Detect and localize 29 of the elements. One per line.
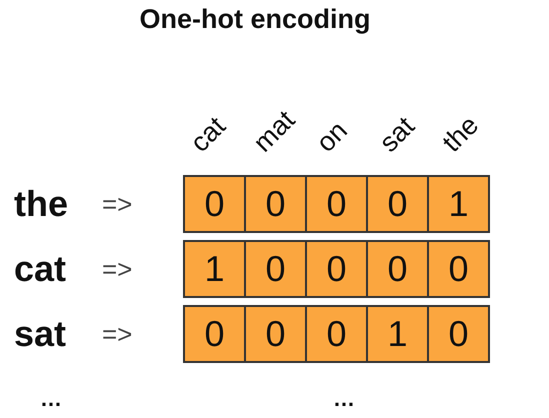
row-word: the [14, 186, 68, 222]
column-label: sat [374, 112, 420, 157]
vector-cell: 1 [427, 175, 490, 233]
vector-cell: 0 [427, 305, 490, 363]
arrow-text: => [102, 191, 132, 217]
vector-cell: 0 [244, 240, 307, 298]
arrow-text: => [102, 256, 132, 282]
vector-cell: 0 [305, 305, 368, 363]
ellipsis: … [40, 386, 62, 412]
vector-cell: 0 [366, 240, 429, 298]
vector-cell: 0 [366, 175, 429, 233]
vector-cell: 0 [427, 240, 490, 298]
column-label: the [438, 111, 484, 157]
vector-cell: 1 [366, 305, 429, 363]
vector-cell: 0 [183, 305, 246, 363]
vector-cell: 0 [305, 240, 368, 298]
vector-cell: 0 [244, 175, 307, 233]
column-label: mat [248, 106, 300, 157]
ellipsis: … [333, 386, 355, 412]
title: One-hot encoding [138, 4, 372, 35]
vector-cell: 0 [244, 305, 307, 363]
vector-cell: 0 [183, 175, 246, 233]
row-word: sat [14, 316, 66, 352]
vector-cell: 1 [183, 240, 246, 298]
arrow-text: => [102, 321, 132, 347]
column-label: cat [186, 112, 230, 157]
row-word: cat [14, 251, 66, 287]
vector-cell: 0 [305, 175, 368, 233]
column-label: on [312, 116, 352, 157]
